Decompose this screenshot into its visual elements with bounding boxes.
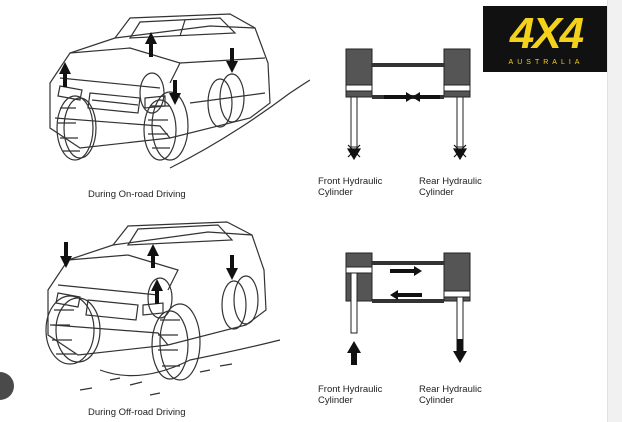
arrow-icon [390,266,422,276]
logo-sub-text: AUSTRALIA [508,59,584,66]
logo-4x4-australia: 4X4 AUSTRALIA [483,6,609,72]
arrow-icon [390,290,422,300]
onroad-caption: During On-road Driving [88,189,186,200]
rear-cylinder-label-onroad: Rear Hydraulic Cylinder [419,176,482,198]
arrow-icon [384,92,414,102]
hydraulic-diagram-offroad [345,252,471,365]
front-cylinder-label-offroad: Front Hydraulic Cylinder [318,384,383,406]
car-illustration-offroad [45,221,281,396]
arrow-icon [412,92,440,102]
rear-cylinder-label-offroad: Rear Hydraulic Cylinder [419,384,482,406]
hydraulic-diagram-onroad [345,48,471,161]
car-illustration-onroad [49,13,310,169]
offroad-caption: During Off-road Driving [88,407,186,418]
right-edge-strip [607,0,622,422]
arrow-icon [453,339,467,363]
front-cylinder-label-onroad: Front Hydraulic Cylinder [318,176,383,198]
arrow-icon [347,341,361,365]
circle-button-icon[interactable] [0,372,14,400]
logo-main-text: 4X4 [509,9,584,58]
